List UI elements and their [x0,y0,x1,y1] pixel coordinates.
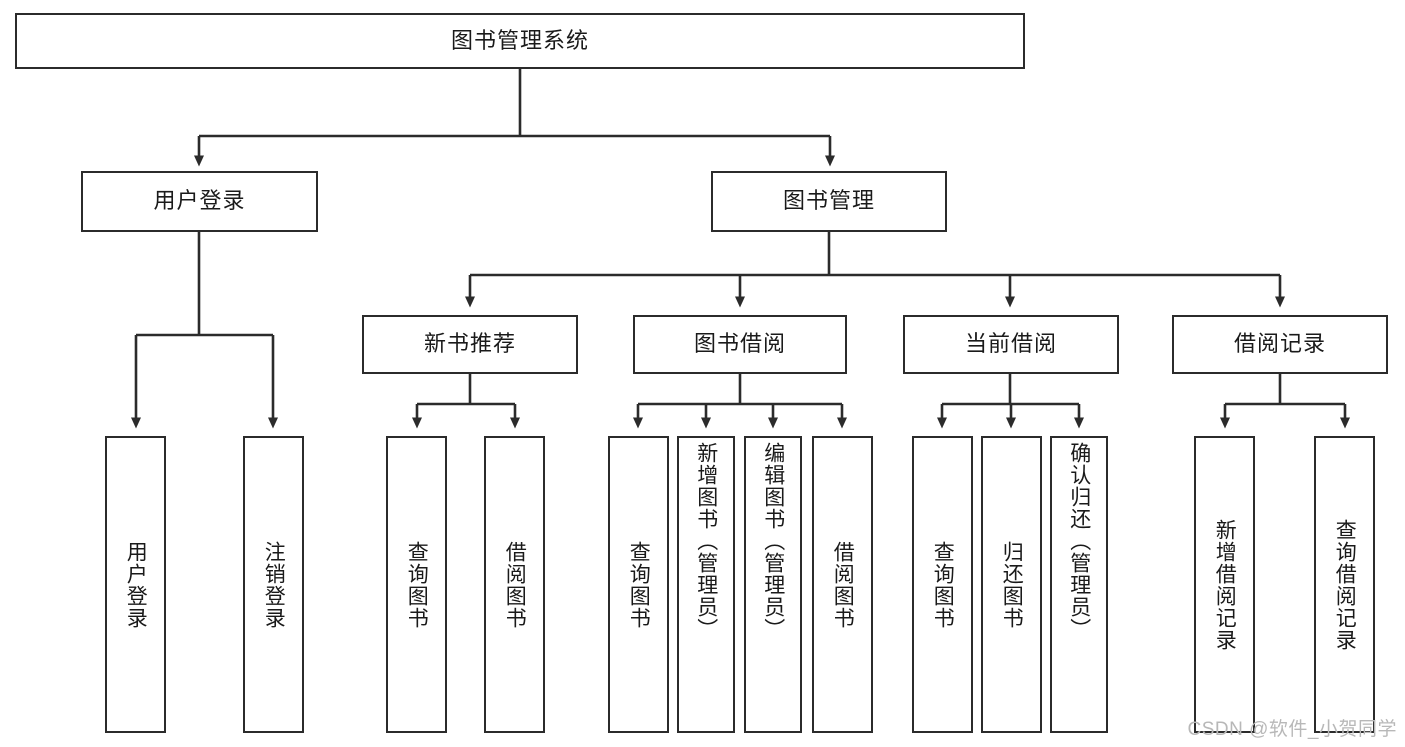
node-book-management-label: 图书管理 [782,188,875,214]
node-book-borrow[interactable]: 图书借阅 [633,315,847,374]
leaf-label: 新增图书（管理员） [694,442,718,640]
leaf-label: 新增借阅记录 [1213,518,1237,651]
node-borrow-records[interactable]: 借阅记录 [1172,315,1388,374]
leaf-add-book-admin[interactable]: 新增图书（管理员） [677,436,735,733]
node-user-login[interactable]: 用户登录 [81,171,318,232]
node-current-borrow-label: 当前借阅 [964,331,1057,357]
node-new-book-recommend[interactable]: 新书推荐 [362,315,578,374]
leaf-user-logout[interactable]: 注销登录 [243,436,304,733]
leaf-label: 查询图书 [931,540,955,629]
leaf-user-login[interactable]: 用户登录 [105,436,166,733]
leaf-edit-book-admin[interactable]: 编辑图书（管理员） [744,436,802,733]
leaf-return-book[interactable]: 归还图书 [981,436,1042,733]
leaf-query-book-recommend[interactable]: 查询图书 [386,436,447,733]
leaf-label: 查询图书 [627,540,651,629]
leaf-label: 确认归还（管理员） [1067,442,1091,640]
leaf-confirm-return-admin[interactable]: 确认归还（管理员） [1050,436,1108,733]
leaf-label: 用户登录 [124,540,148,629]
node-book-management[interactable]: 图书管理 [711,171,947,232]
leaf-borrow-book[interactable]: 借阅图书 [812,436,873,733]
node-new-book-recommend-label: 新书推荐 [423,331,516,357]
watermark: CSDN @软件_小贺同学 [1187,719,1397,740]
node-book-borrow-label: 图书借阅 [693,331,786,357]
leaf-label: 查询图书 [405,540,429,629]
node-current-borrow[interactable]: 当前借阅 [903,315,1119,374]
leaf-query-borrow-record[interactable]: 查询借阅记录 [1314,436,1375,733]
leaf-label: 查询借阅记录 [1333,518,1357,651]
leaf-label: 编辑图书（管理员） [761,442,785,640]
leaf-query-book-current[interactable]: 查询图书 [912,436,973,733]
node-root-label: 图书管理系统 [450,27,589,53]
leaf-add-borrow-record[interactable]: 新增借阅记录 [1194,436,1255,733]
node-user-login-label: 用户登录 [153,188,246,214]
leaf-label: 注销登录 [262,540,286,629]
leaf-label: 归还图书 [1000,540,1024,629]
node-borrow-records-label: 借阅记录 [1233,331,1326,357]
leaf-borrow-book-recommend[interactable]: 借阅图书 [484,436,545,733]
node-root[interactable]: 图书管理系统 [15,13,1025,69]
leaf-label: 借阅图书 [503,540,527,629]
leaf-query-book-borrow[interactable]: 查询图书 [608,436,669,733]
leaf-label: 借阅图书 [831,540,855,629]
